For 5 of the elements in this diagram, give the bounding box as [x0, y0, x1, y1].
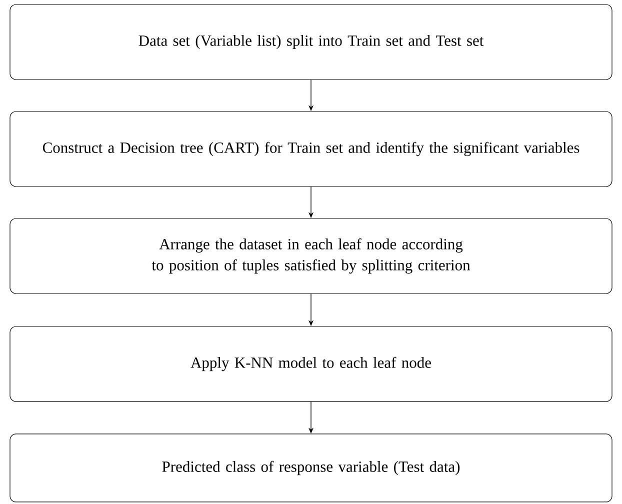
process-box: Predicted class of response variable (Test data) — [10, 434, 612, 502]
process-box: Construct a Decision tree (CART) for Train set and identify the significant variables — [10, 111, 612, 187]
process-box: Apply K-NN model to each leaf node — [10, 326, 612, 402]
process-box: Data set (Variable list) split into Train set and Test set — [10, 4, 612, 80]
process-box: Arrange the dataset in each leaf node according to position of tuples satisfied by splitting criterion — [10, 218, 612, 294]
